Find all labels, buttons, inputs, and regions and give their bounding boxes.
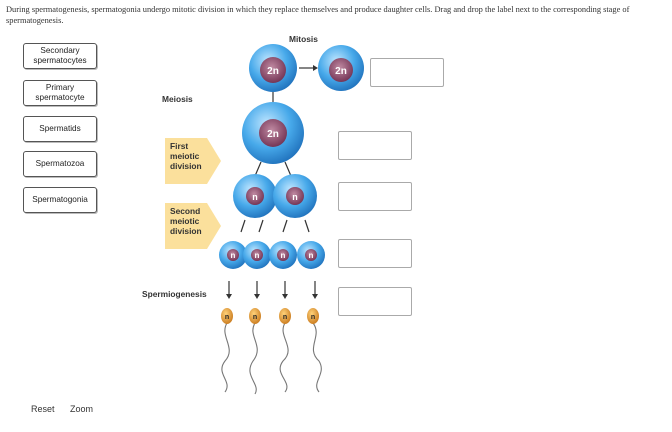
spermatogonium-cell: 2n [249, 44, 297, 92]
ploidy-label: n [252, 192, 258, 202]
label-spermatids[interactable]: Spermatids [23, 116, 97, 142]
sperm-heads: n n n n [221, 308, 319, 324]
question-text: During spermatogenesis, spermatogonia un… [6, 5, 630, 25]
first-meiotic-division-label: First meiotic division [165, 138, 221, 184]
second-meiotic-division-label: Second meiotic division [165, 203, 221, 249]
drop-target-spermatid-stage[interactable] [338, 239, 412, 268]
drop-target-mitosis[interactable] [370, 58, 444, 87]
ploidy-label: 2n [267, 66, 279, 77]
arrow-down-icon [284, 161, 292, 177]
drop-target-secondary-stage[interactable] [338, 182, 412, 211]
arrow-down-icon [258, 219, 264, 233]
label-spermatogonia[interactable]: Spermatogonia [23, 187, 97, 213]
svg-text:n: n [283, 314, 287, 321]
drop-target-spermatozoa-stage[interactable] [338, 287, 412, 316]
svg-text:n: n [231, 251, 236, 260]
spermatogonium-daughter-cell: 2n [318, 45, 364, 91]
spermatozoa-cells [221, 322, 322, 395]
ploidy-label: 2n [267, 129, 279, 140]
secondary-spermatocyte-pair: n n [233, 174, 317, 218]
ploidy-label: 2n [335, 66, 347, 77]
drop-target-primary-stage[interactable] [338, 131, 412, 160]
arrow-down-icon [304, 219, 310, 233]
reset-button[interactable]: Reset [31, 404, 55, 414]
label-spermatozoa[interactable]: Spermatozoa [23, 151, 97, 177]
mitosis-label: Mitosis [289, 34, 318, 44]
svg-text:n: n [253, 314, 257, 321]
arrow-down-icon [228, 281, 316, 294]
spermiogenesis-label: Spermiogenesis [142, 289, 207, 299]
svg-text:n: n [255, 251, 260, 260]
primary-spermatocyte-cell: 2n [242, 102, 304, 164]
arrow-down-icon [282, 219, 288, 233]
arrow-shape-icon [165, 203, 221, 249]
arrow-down-icon [254, 161, 262, 177]
spermatogenesis-diagram: 2n 2n 2n n n n n n n [219, 44, 364, 395]
arrow-shape-icon [165, 138, 221, 184]
ploidy-label: n [292, 192, 298, 202]
arrow-down-icon [240, 219, 246, 233]
zoom-button[interactable]: Zoom [70, 404, 94, 414]
label-primary-spermatocyte[interactable]: Primary spermatocyte [23, 80, 97, 106]
first-meiotic-division-text: First meiotic division [170, 141, 202, 171]
svg-text:n: n [281, 251, 286, 260]
svg-text:n: n [311, 314, 315, 321]
svg-text:n: n [225, 314, 229, 321]
meiosis-label: Meiosis [162, 94, 193, 104]
label-secondary-spermatocytes[interactable]: Secondary spermatocytes [23, 43, 97, 69]
second-meiotic-division-text: Second meiotic division [170, 206, 202, 236]
svg-text:n: n [309, 251, 314, 260]
spermatid-cells: n n n n [219, 241, 325, 269]
